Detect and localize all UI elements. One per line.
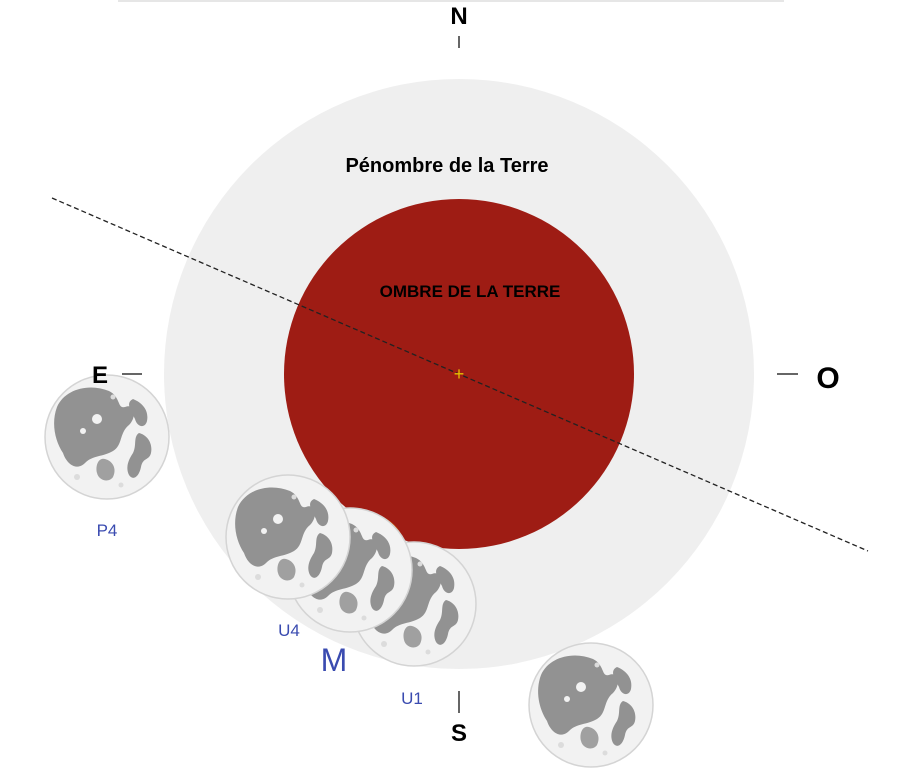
label-p4: P4 [97, 521, 118, 540]
label-u4: U4 [278, 621, 300, 640]
compass-east: E [92, 362, 108, 389]
compass-south: S [451, 720, 467, 747]
umbra-label: OMBRE DE LA TERRE [380, 282, 561, 301]
moon-p1 [528, 642, 654, 768]
label-m: M [321, 642, 348, 678]
compass-north: N [450, 3, 467, 30]
penumbra-label: Pénombre de la Terre [345, 155, 548, 177]
moon-p4 [44, 374, 170, 500]
moon-u4 [225, 474, 351, 600]
moon-path-line [51, 197, 869, 552]
center-mark: + [454, 364, 465, 384]
compass-west: O [816, 362, 839, 395]
label-u1: U1 [401, 689, 423, 708]
